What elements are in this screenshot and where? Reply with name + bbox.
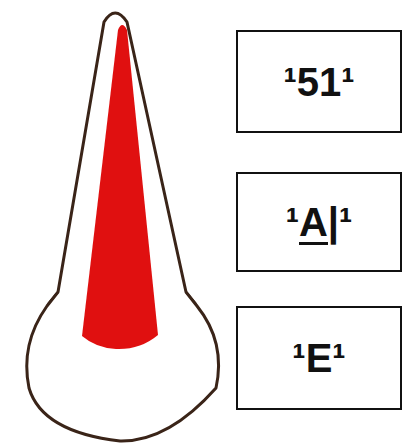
notation-box: ¹51¹ (236, 30, 402, 133)
tooth-notation: ¹51¹ (283, 62, 354, 102)
underline-mark (299, 242, 328, 245)
notation-box: ¹E¹ (236, 306, 402, 410)
tooth-notation: ¹E¹ (292, 338, 345, 378)
tooth-outline (27, 13, 219, 441)
pulp (82, 25, 158, 349)
notation-box: ¹A|¹ (236, 172, 402, 272)
tooth-notation: ¹A|¹ (286, 202, 353, 242)
